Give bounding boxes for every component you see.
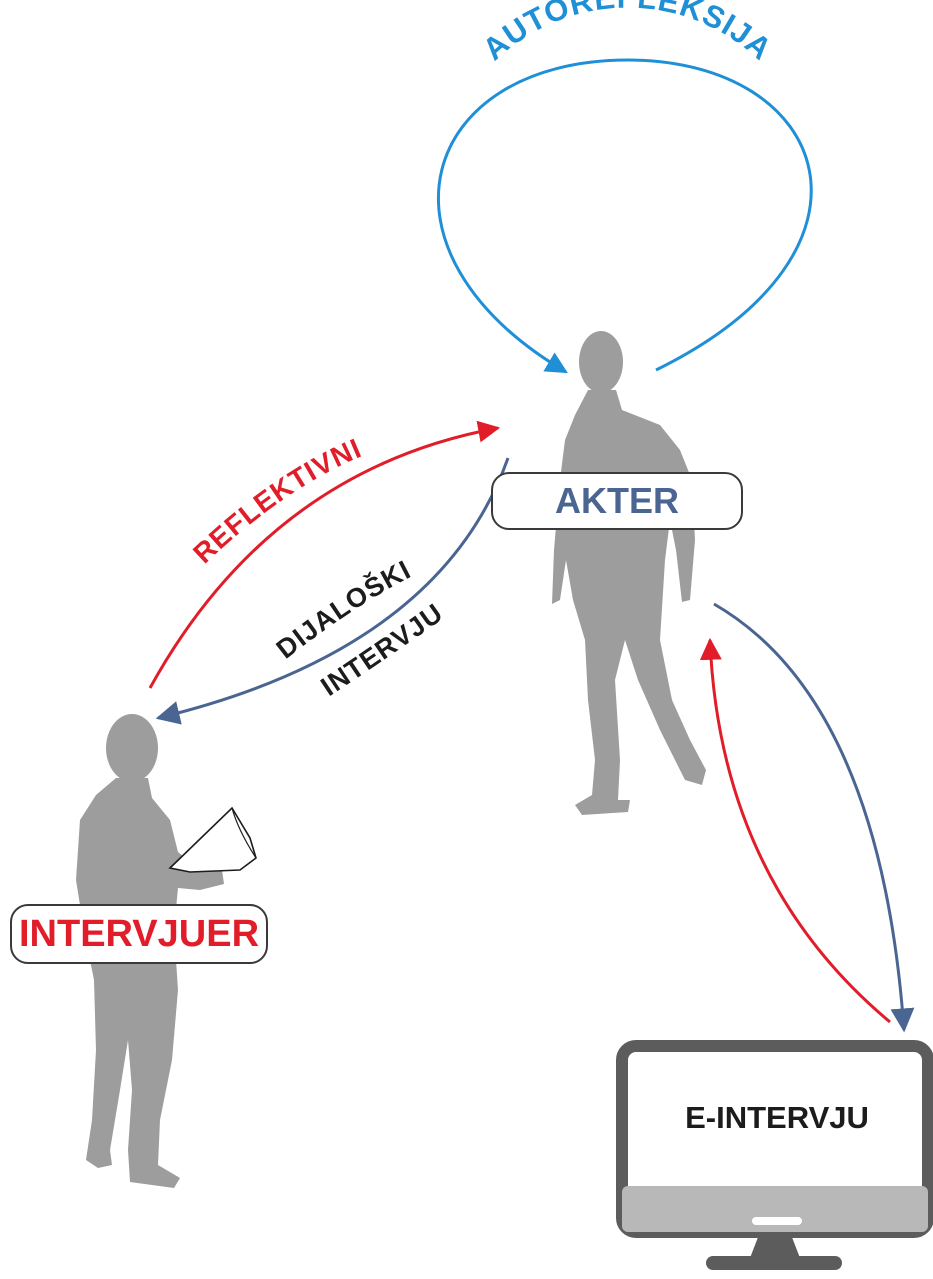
to-e-interview-arrow [713, 602, 915, 1033]
actor-label: AKTER [555, 480, 679, 521]
e-interview-label: E-INTERVJU [685, 1100, 869, 1135]
from-e-interview-arrow [699, 637, 891, 1024]
reflective-arrow [148, 420, 501, 689]
reflective-label: REFLEKTIVNI [187, 432, 366, 569]
person-reading-figure-icon [76, 714, 257, 1188]
actor-label-box: AKTER [491, 472, 743, 530]
self-reflection-label: AUTOREFLEKSIJA [476, 0, 779, 67]
interviewer-label: INTERVJUER [18, 912, 260, 955]
person-figure-icon [552, 331, 706, 815]
dialogic-arrow [155, 457, 510, 725]
interviewer-label-box: INTERVJUER [10, 904, 268, 964]
self-reflection-arrow [436, 58, 813, 374]
computer-monitor-icon [616, 1040, 933, 1270]
